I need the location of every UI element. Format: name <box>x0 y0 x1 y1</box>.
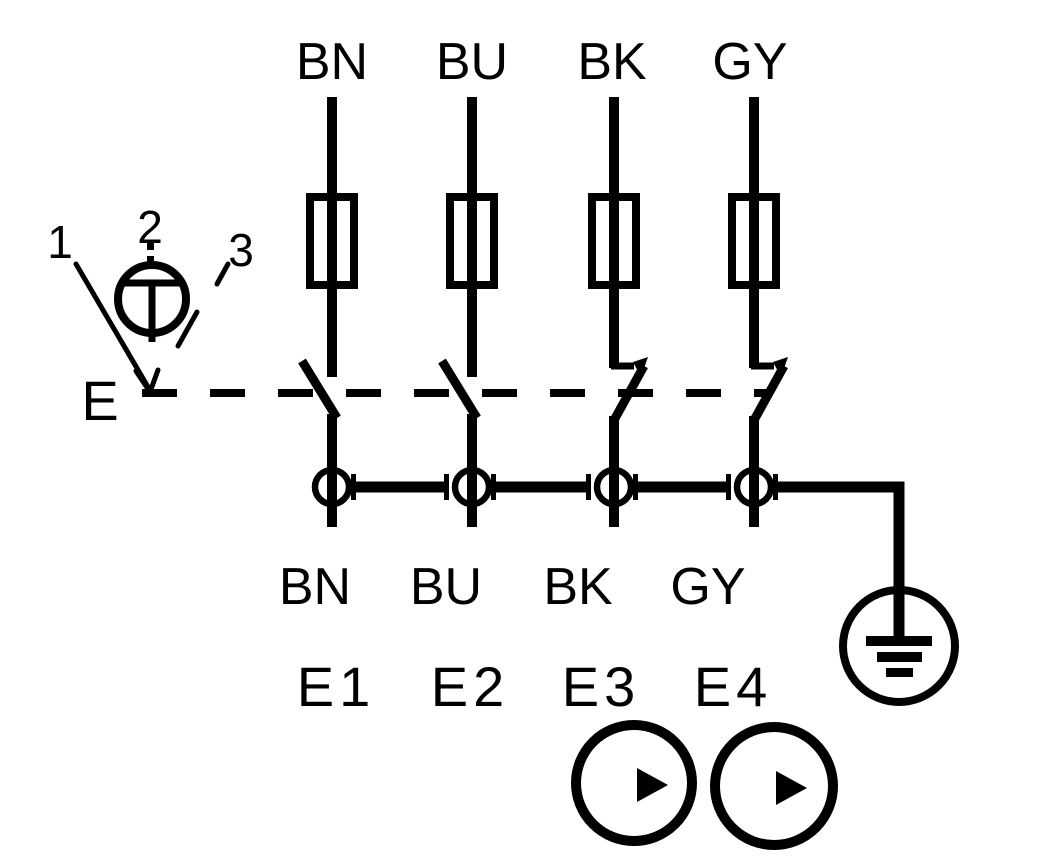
terminal-label-e4: E4 <box>694 655 773 718</box>
phase-label-top-bn: BN <box>296 33 368 91</box>
linkage-label: E <box>81 369 118 432</box>
bus-end-cap <box>726 474 731 500</box>
right-arrow-icon <box>637 768 668 802</box>
switch-blade-icon <box>438 358 481 421</box>
terminal-label-e1: E1 <box>297 655 376 718</box>
bus-end-cap <box>351 474 356 500</box>
phase-label-bottom-bn: BN <box>279 558 351 616</box>
bus-to-earth <box>777 481 905 641</box>
bus-end-cap <box>586 474 591 500</box>
bus-end-cap <box>491 474 496 500</box>
position-3-label: 3 <box>228 224 254 276</box>
phase-label-bottom-bk: BK <box>543 558 613 616</box>
terminal-label-e3: E3 <box>562 655 641 718</box>
position-1-label: 1 <box>47 216 73 268</box>
phase-label-top-bk: BK <box>577 33 647 91</box>
rotary-actuator-icon <box>114 261 190 342</box>
dotted-link-dot <box>147 243 154 250</box>
switch-position-indicator: 1 2 3 <box>47 201 254 395</box>
position-3-leader-line <box>175 261 231 349</box>
phase-label-bottom-bu: BU <box>410 558 482 616</box>
blade-arrowhead-icon <box>633 357 648 377</box>
indicator-circle <box>710 722 838 850</box>
terminal-label-e2: E2 <box>431 655 510 718</box>
phase-label-bottom-gy: GY <box>670 558 745 616</box>
fuse-icon <box>446 193 498 289</box>
position-1-leader-line <box>73 261 151 390</box>
switch-blade-icon <box>298 358 341 421</box>
mechanical-linkage: E <box>81 369 768 432</box>
junction-circle-icon <box>451 466 493 508</box>
fuse-icon <box>306 193 358 289</box>
bus-end-cap <box>444 474 449 500</box>
circuit-column-bk: BK BK E3 <box>543 33 648 718</box>
phase-label-top-bu: BU <box>436 33 508 91</box>
junction-circle-icon <box>593 466 635 508</box>
switch-blade-icon <box>609 363 648 425</box>
protective-earth-icon <box>839 586 959 706</box>
circuit-column-bn: BN BN E1 <box>279 33 376 718</box>
fuse-icon <box>588 193 640 289</box>
junction-circle-icon <box>311 466 353 508</box>
direction-indicator-e3 <box>571 720 697 846</box>
circuit-column-gy: GY GY E4 <box>670 33 788 718</box>
phase-label-top-gy: GY <box>712 33 787 91</box>
switch-blade-icon <box>749 363 788 425</box>
leader-arrowhead-icon <box>133 367 161 395</box>
junction-circle-icon <box>733 466 775 508</box>
right-arrow-icon <box>776 771 807 805</box>
bus-end-cap <box>633 474 638 500</box>
circuit-column-bu: BU BU E2 <box>410 33 510 718</box>
indicator-circle <box>571 720 697 846</box>
direction-indicator-e4 <box>710 722 838 850</box>
bus-end-cap <box>773 474 778 500</box>
fuse-icon <box>728 193 780 289</box>
dotted-link-dot <box>147 256 154 263</box>
blade-arrowhead-icon <box>773 357 788 377</box>
